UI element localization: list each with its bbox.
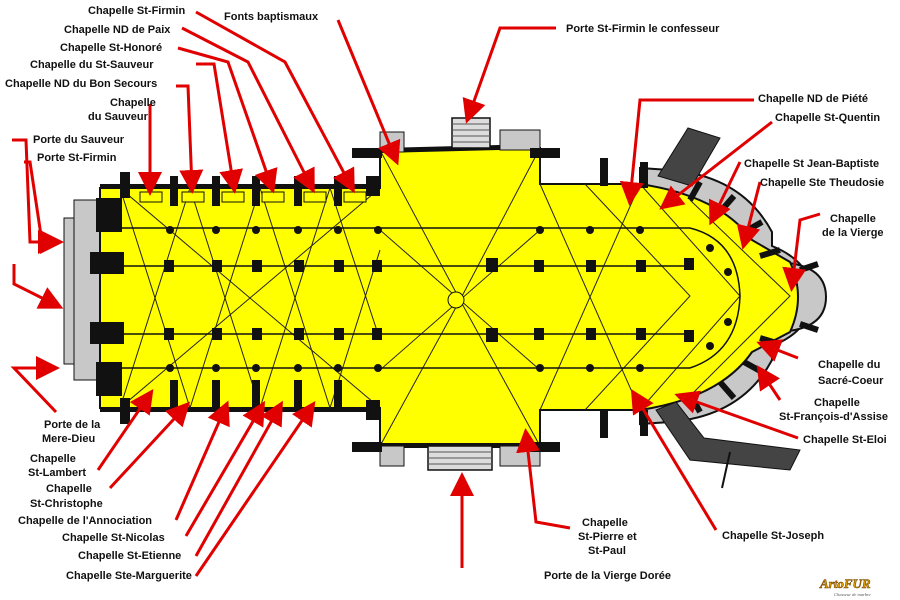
label-porte-st-firmin: Porte St-Firmin [37, 152, 117, 164]
watermark: ArtoFUR Chasseur de marbre [819, 576, 872, 597]
label-chapelle-st-eloi: Chapelle St-Eloi [803, 434, 887, 446]
label-chapelle-annociation: Chapelle de l'Annociation [18, 515, 152, 527]
watermark-subtitle: Chasseur de marbre [834, 592, 871, 597]
label-chapelle-st-lambert-line2: St-Lambert [28, 467, 86, 479]
label-fonts-baptismaux: Fonts baptismaux [224, 11, 319, 23]
label-porte-du-sauveur: Porte du Sauveur [33, 134, 125, 146]
label-chapelle-ste-theudosie: Chapelle Ste Theudosie [760, 177, 884, 189]
north-sacristy-corridor [657, 127, 721, 187]
label-chapelle-st-nicolas: Chapelle St-Nicolas [62, 532, 165, 544]
label-chapelle-de-la-vierge: Chapelle [830, 213, 876, 225]
label-chapelle-du-sauveur-line2: du Sauveur [88, 111, 149, 123]
label-chapelle-st-pierre: Chapelle [582, 517, 628, 529]
label-chapelle-du-st-sauveur: Chapelle du St-Sauveur [30, 59, 154, 71]
label-chapelle-du-sacre-coeur: Chapelle du [818, 359, 880, 371]
label-chapelle-de-la-vierge-line2: de la Vierge [822, 227, 884, 239]
label-chapelle-st-quentin: Chapelle St-Quentin [775, 112, 880, 124]
labels: Chapelle St-Firmin Chapelle ND de Paix C… [5, 5, 888, 582]
label-chapelle-st-christophe: Chapelle [46, 483, 92, 495]
label-porte-st-firmin-confesseur: Porte St-Firmin le confesseur [566, 23, 720, 35]
label-chapelle-st-francois: Chapelle [814, 397, 860, 409]
label-porte-mere-dieu: Porte de la [44, 419, 101, 431]
label-chapelle-st-christophe-line2: St-Christophe [30, 498, 103, 510]
north-porch [451, 117, 491, 149]
floor-plan [63, 117, 828, 489]
label-chapelle-st-joseph: Chapelle St-Joseph [722, 530, 824, 542]
watermark-name: ArtoFUR [819, 576, 871, 591]
label-chapelle-du-sacre-coeur-line2: Sacré-Coeur [818, 375, 884, 387]
label-chapelle-du-sauveur: Chapelle [110, 97, 156, 109]
label-chapelle-nd-de-paix: Chapelle ND de Paix [64, 24, 171, 36]
label-porte-mere-dieu-line2: Mere-Dieu [42, 433, 95, 445]
label-chapelle-st-jean-baptiste: Chapelle St Jean-Baptiste [744, 158, 879, 170]
label-chapelle-nd-bon-secours: Chapelle ND du Bon Secours [5, 78, 157, 90]
label-chapelle-st-lambert: Chapelle [30, 453, 76, 465]
label-chapelle-st-etienne: Chapelle St-Etienne [78, 550, 181, 562]
label-chapelle-st-honore: Chapelle St-Honoré [60, 42, 162, 54]
label-porte-vierge-doree: Porte de la Vierge Dorée [544, 570, 671, 582]
label-chapelle-st-pierre-line2: St-Pierre et [578, 531, 637, 543]
label-chapelle-st-pierre-line3: St-Paul [588, 545, 626, 557]
label-arrows [10, 10, 821, 577]
label-chapelle-nd-de-piete: Chapelle ND de Piété [758, 93, 868, 105]
west-facade [63, 217, 75, 365]
label-chapelle-st-francois-line2: St-François-d'Assise [779, 411, 888, 423]
label-chapelle-ste-marguerite: Chapelle Ste-Marguerite [66, 570, 192, 582]
label-chapelle-st-firmin: Chapelle St-Firmin [88, 5, 185, 17]
